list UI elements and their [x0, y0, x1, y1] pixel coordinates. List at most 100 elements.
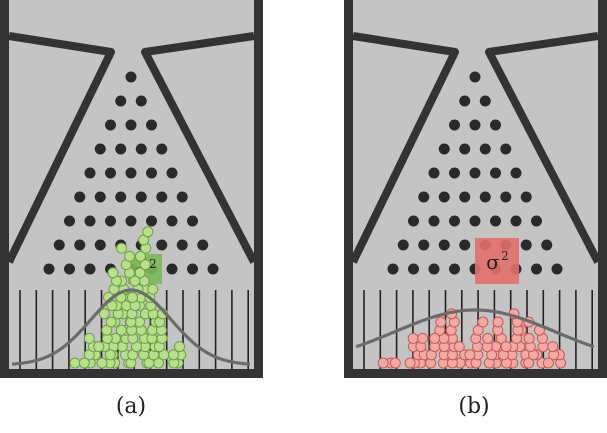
ball	[107, 267, 119, 279]
floor	[344, 369, 607, 378]
peg	[397, 239, 409, 251]
board-background	[346, 0, 605, 374]
ball	[477, 316, 489, 328]
peg	[94, 191, 106, 203]
ball	[435, 316, 447, 328]
floor	[0, 369, 263, 378]
ball	[129, 275, 141, 287]
caption-b: (b)	[458, 394, 490, 419]
ball	[116, 242, 128, 254]
funnel-left	[349, 32, 459, 264]
peg	[490, 215, 501, 227]
peg	[510, 215, 522, 227]
sigma-label-box	[475, 238, 519, 284]
ball	[482, 332, 494, 344]
peg	[469, 167, 481, 179]
ball	[407, 332, 419, 344]
ball	[93, 341, 105, 353]
gaussian-curve	[355, 308, 595, 349]
ball	[96, 357, 108, 369]
ball	[523, 332, 535, 344]
ball	[78, 357, 90, 369]
ball	[98, 308, 110, 320]
ball	[124, 250, 136, 262]
peg	[459, 95, 471, 107]
peg	[490, 119, 501, 131]
peg	[135, 143, 147, 155]
peg	[125, 71, 137, 83]
caption-a: (a)	[115, 394, 147, 419]
peg	[84, 215, 96, 227]
ball	[523, 357, 535, 369]
ball	[69, 357, 81, 369]
peg	[387, 263, 399, 275]
peg	[135, 95, 147, 107]
ball	[143, 357, 155, 369]
ball	[500, 341, 512, 353]
peg	[449, 215, 460, 227]
peg	[94, 143, 106, 155]
ball	[134, 250, 146, 262]
right-wall	[254, 0, 263, 378]
peg	[115, 95, 127, 107]
peg	[105, 215, 116, 227]
ball	[417, 332, 429, 344]
peg	[176, 191, 188, 203]
peg	[479, 95, 491, 107]
ball	[83, 332, 95, 344]
peg	[187, 215, 198, 227]
peg	[53, 239, 65, 251]
peg	[176, 239, 188, 251]
peg	[166, 263, 178, 275]
peg	[479, 191, 491, 203]
peg	[74, 191, 86, 203]
ball	[174, 341, 186, 353]
peg	[469, 119, 481, 131]
ball	[126, 291, 138, 303]
peg	[438, 143, 450, 155]
peg	[490, 167, 501, 179]
ball	[147, 283, 159, 295]
ball	[142, 226, 154, 238]
peg	[459, 191, 471, 203]
sigma-label: σ	[486, 250, 500, 274]
ball	[464, 349, 476, 361]
peg	[428, 215, 440, 227]
left-wall	[0, 0, 9, 378]
peg	[197, 239, 209, 251]
ball	[139, 259, 151, 271]
ball	[547, 341, 559, 353]
peg	[418, 239, 430, 251]
peg	[146, 215, 157, 227]
peg	[438, 191, 450, 203]
peg	[500, 143, 512, 155]
peg	[449, 167, 460, 179]
peg	[449, 263, 460, 275]
sigma-label-sup: 2	[501, 249, 509, 263]
peg	[105, 119, 116, 131]
peg	[64, 215, 75, 227]
peg	[84, 263, 96, 275]
ball	[472, 324, 484, 336]
peg	[166, 215, 178, 227]
peg	[156, 143, 168, 155]
peg	[479, 143, 491, 155]
peg	[156, 239, 168, 251]
peg	[43, 263, 55, 275]
peg	[146, 167, 157, 179]
ball	[115, 324, 127, 336]
peg	[105, 167, 116, 179]
peg	[408, 263, 419, 275]
funnel-left	[5, 32, 115, 264]
ball	[492, 316, 504, 328]
sigma-label-sup: 2	[149, 257, 157, 271]
peg	[551, 263, 563, 275]
peg	[115, 143, 127, 155]
ball	[168, 349, 180, 361]
peg	[125, 119, 137, 131]
galton-board-a: σ2	[0, 0, 263, 378]
peg	[187, 263, 198, 275]
peg	[166, 167, 178, 179]
peg	[459, 239, 471, 251]
